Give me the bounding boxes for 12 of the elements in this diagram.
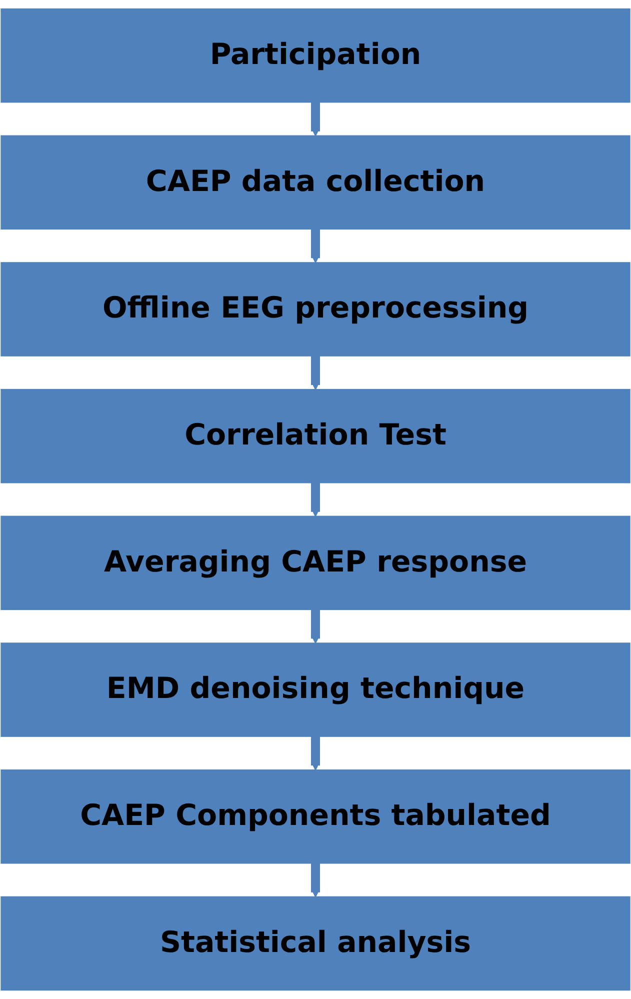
node-box: CAEP data collection [0, 135, 630, 230]
arrow [310, 227, 320, 264]
node-box: Statistical analysis [0, 896, 630, 991]
node-box: Correlation Test [0, 388, 630, 484]
node-box: CAEP Components tabulated [0, 769, 630, 864]
arrow [310, 734, 320, 770]
node-box: EMD denoising technique [0, 642, 630, 737]
node-box: Participation [0, 8, 630, 103]
arrow [310, 862, 320, 898]
node-box: Offline EEG preprocessing [0, 262, 630, 356]
node-box: Averaging CAEP response [0, 516, 630, 610]
arrow [310, 354, 320, 390]
